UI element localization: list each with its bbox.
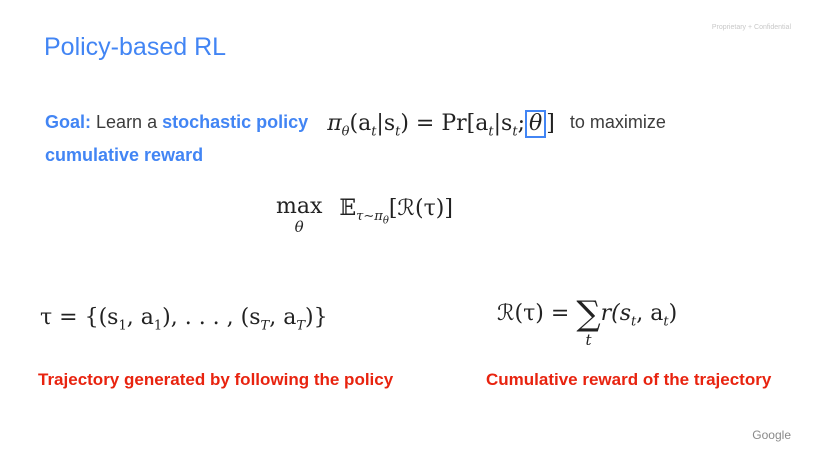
sigma-symbol: ∑ [576, 294, 601, 334]
reward-caption: Cumulative reward of the trajectory [486, 370, 772, 389]
expectation-sub: τ∼π [356, 209, 383, 225]
goal-line: Goal: Learn a stochastic policy πθ(at|st… [45, 110, 666, 139]
reward-body-3: ) [668, 301, 678, 326]
eq-part-5: ; [517, 111, 525, 136]
pi-theta-sub: θ [341, 124, 350, 140]
goal-text-2: to maximize [569, 112, 666, 132]
traj-aT-sub: T [296, 318, 305, 334]
eq-sub-1: t [371, 124, 377, 140]
eq-sub-2: t [395, 124, 401, 140]
google-logo: Google [752, 428, 791, 442]
reward-body-2: , a [636, 301, 664, 326]
eq-part-3: ) = Pr[a [400, 111, 489, 136]
expectation-body: [ℛ(τ)] [388, 196, 453, 221]
goal-highlight: stochastic policy [162, 112, 309, 132]
traj-part-5: )} [304, 305, 328, 330]
sum-sub: t [585, 331, 592, 349]
slide-title: Policy-based RL [44, 33, 227, 61]
eq-sub-3: t [488, 124, 494, 140]
sum-operator: ∑t [576, 296, 600, 348]
traj-sT-sub: T [260, 318, 270, 334]
eq-close: ] [546, 111, 555, 136]
traj-part-1: τ = {(s [40, 305, 119, 330]
trajectory-formula: τ = {(s1, a1), . . . , (sT, aT)} [40, 305, 328, 333]
eq-part-4: |s [493, 111, 513, 136]
boxed-theta: θ [524, 110, 547, 138]
reward-lhs: ℛ(τ) = [497, 301, 570, 326]
expectation-subsub: θ [382, 215, 389, 227]
traj-part-2: , a [126, 305, 154, 330]
traj-part-4: , a [269, 305, 297, 330]
eq-sub-4: t [512, 124, 518, 140]
reward-body-sub-1: t [631, 314, 637, 330]
confidential-notice: Proprietary + Confidential [711, 24, 791, 31]
goal-continuation: cumulative reward [45, 145, 204, 165]
traj-a1-sub: 1 [153, 318, 163, 334]
traj-s1-sub: 1 [118, 318, 127, 334]
boxed-theta-symbol: θ [528, 111, 543, 136]
eq-part-2: |s [376, 111, 396, 136]
reward-body-1: r(s [600, 301, 631, 326]
goal-text-1: Learn a [96, 112, 158, 132]
policy-equation: πθ(at|st) = Pr[at|st;θ] [327, 110, 555, 139]
eq-part-1: (a [349, 111, 372, 136]
expectation-symbol: 𝔼 [339, 196, 357, 221]
pi-symbol: π [327, 111, 342, 136]
max-text: max [276, 194, 323, 219]
trajectory-caption: Trajectory generated by following the po… [38, 370, 394, 389]
max-sub: θ [294, 218, 304, 236]
goal-label: Goal: [45, 112, 92, 132]
reward-body-sub-2: t [663, 314, 669, 330]
traj-part-3: ), . . . , (s [162, 305, 261, 330]
